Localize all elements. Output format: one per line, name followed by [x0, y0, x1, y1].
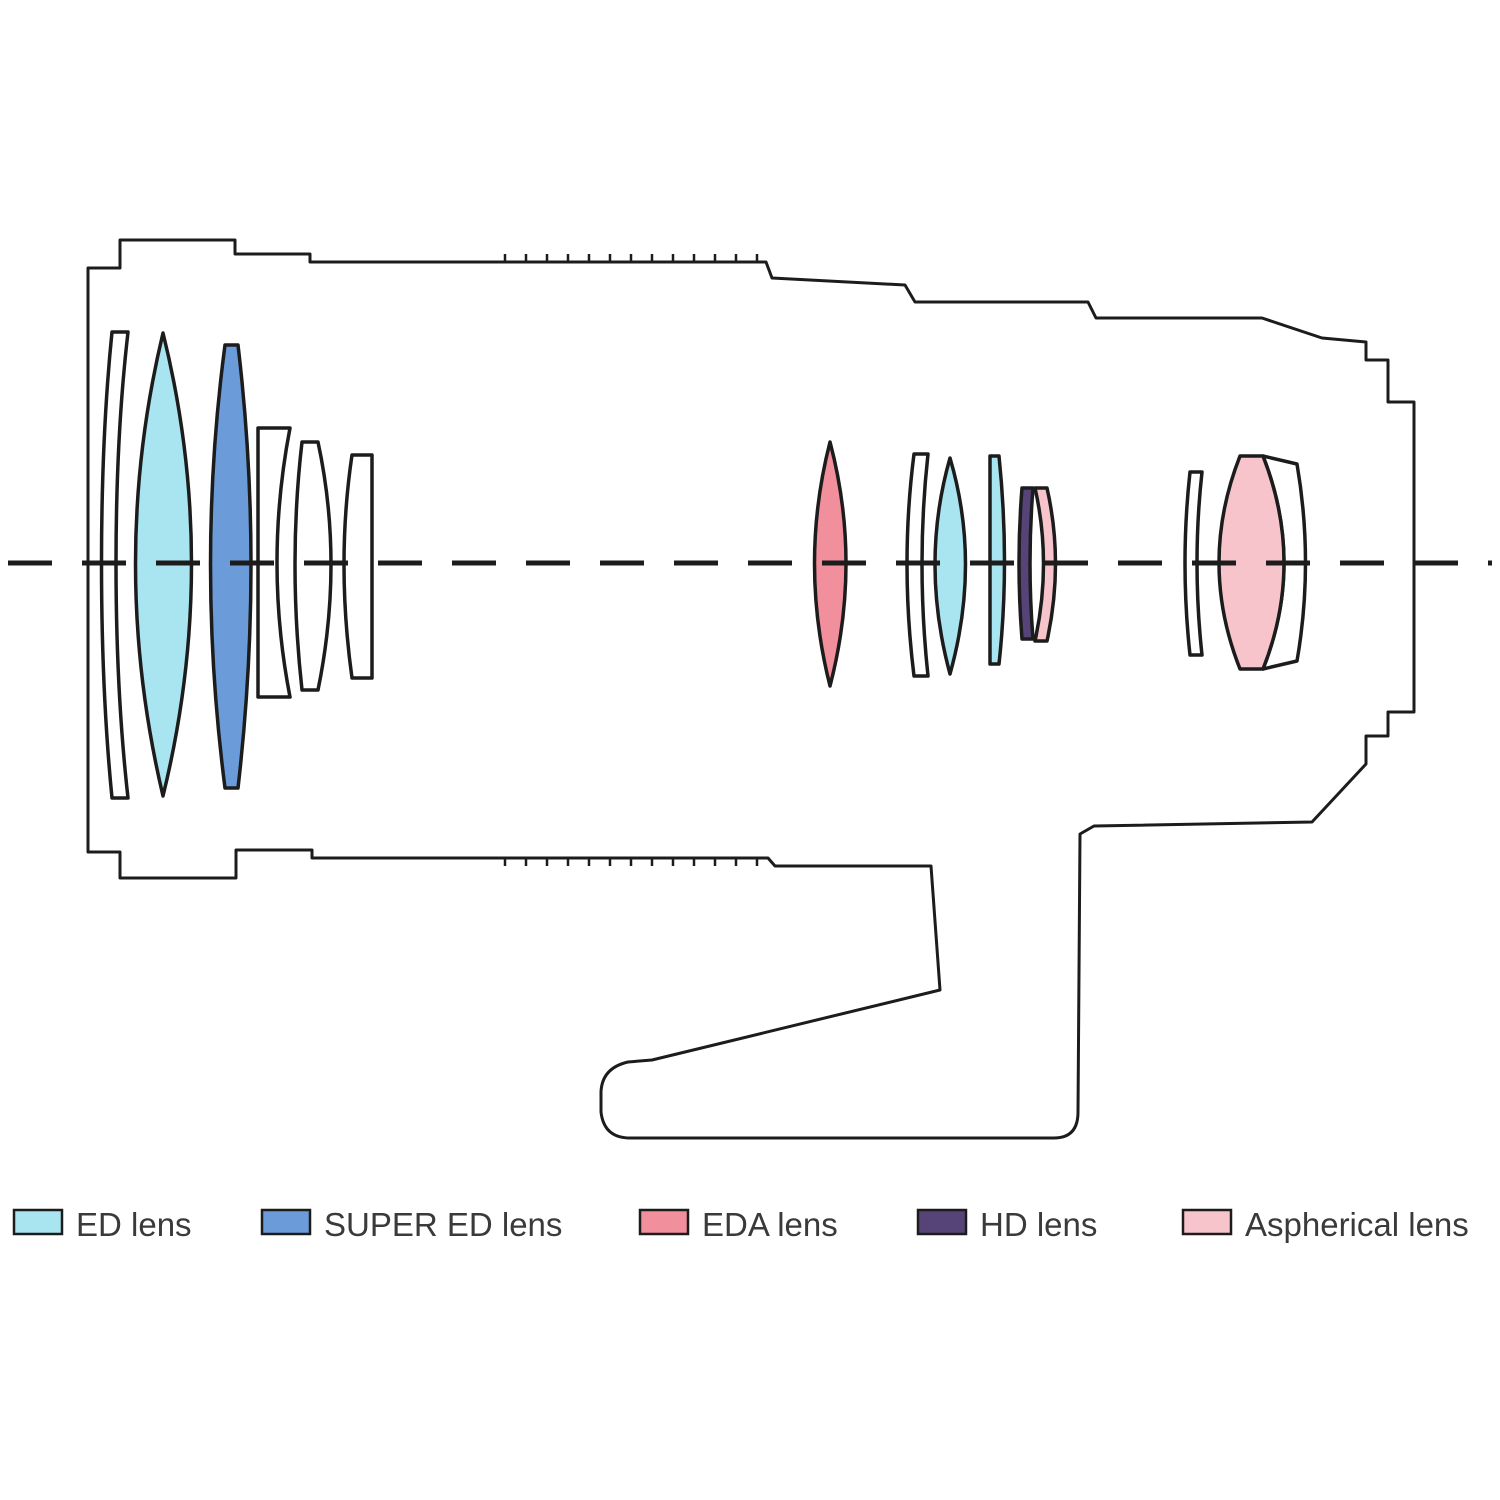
ed-element-small [933, 456, 968, 676]
legend-item-ed: ED lens [12, 1206, 192, 1243]
aspherical-element-large [1217, 454, 1286, 671]
legend-swatch-super-ed [260, 1208, 312, 1236]
hd-element [1017, 486, 1035, 641]
legend-item-hd: HD lens [916, 1206, 1097, 1243]
legend-swatch-eda [638, 1208, 690, 1236]
legend-label-aspherical: Aspherical lens [1245, 1206, 1469, 1243]
legend-item-super-ed: SUPER ED lens [260, 1206, 562, 1243]
legend-label-super-ed: SUPER ED lens [324, 1206, 562, 1243]
legend-swatch-ed [12, 1208, 64, 1236]
lens-barrel-outline [86, 238, 1416, 1140]
knurl-ticks-top [503, 254, 759, 262]
legend-item-aspherical: Aspherical lens [1181, 1206, 1469, 1243]
super-ed-element [208, 343, 253, 790]
legend-item-eda: EDA lens [638, 1206, 838, 1243]
legend-swatch-aspherical [1181, 1208, 1233, 1236]
legend-swatch-hd [916, 1208, 968, 1236]
legend-label-ed: ED lens [76, 1206, 192, 1243]
clear-group-element-2 [293, 440, 333, 692]
legend-label-eda: EDA lens [702, 1206, 838, 1243]
ed-element-thin [988, 454, 1007, 666]
clear-group-element-3 [342, 453, 374, 680]
legend: ED lens SUPER ED lens EDA lens HD lens A… [12, 1206, 1469, 1243]
knurl-ticks-bottom [503, 858, 759, 866]
legend-label-hd: HD lens [980, 1206, 1097, 1243]
